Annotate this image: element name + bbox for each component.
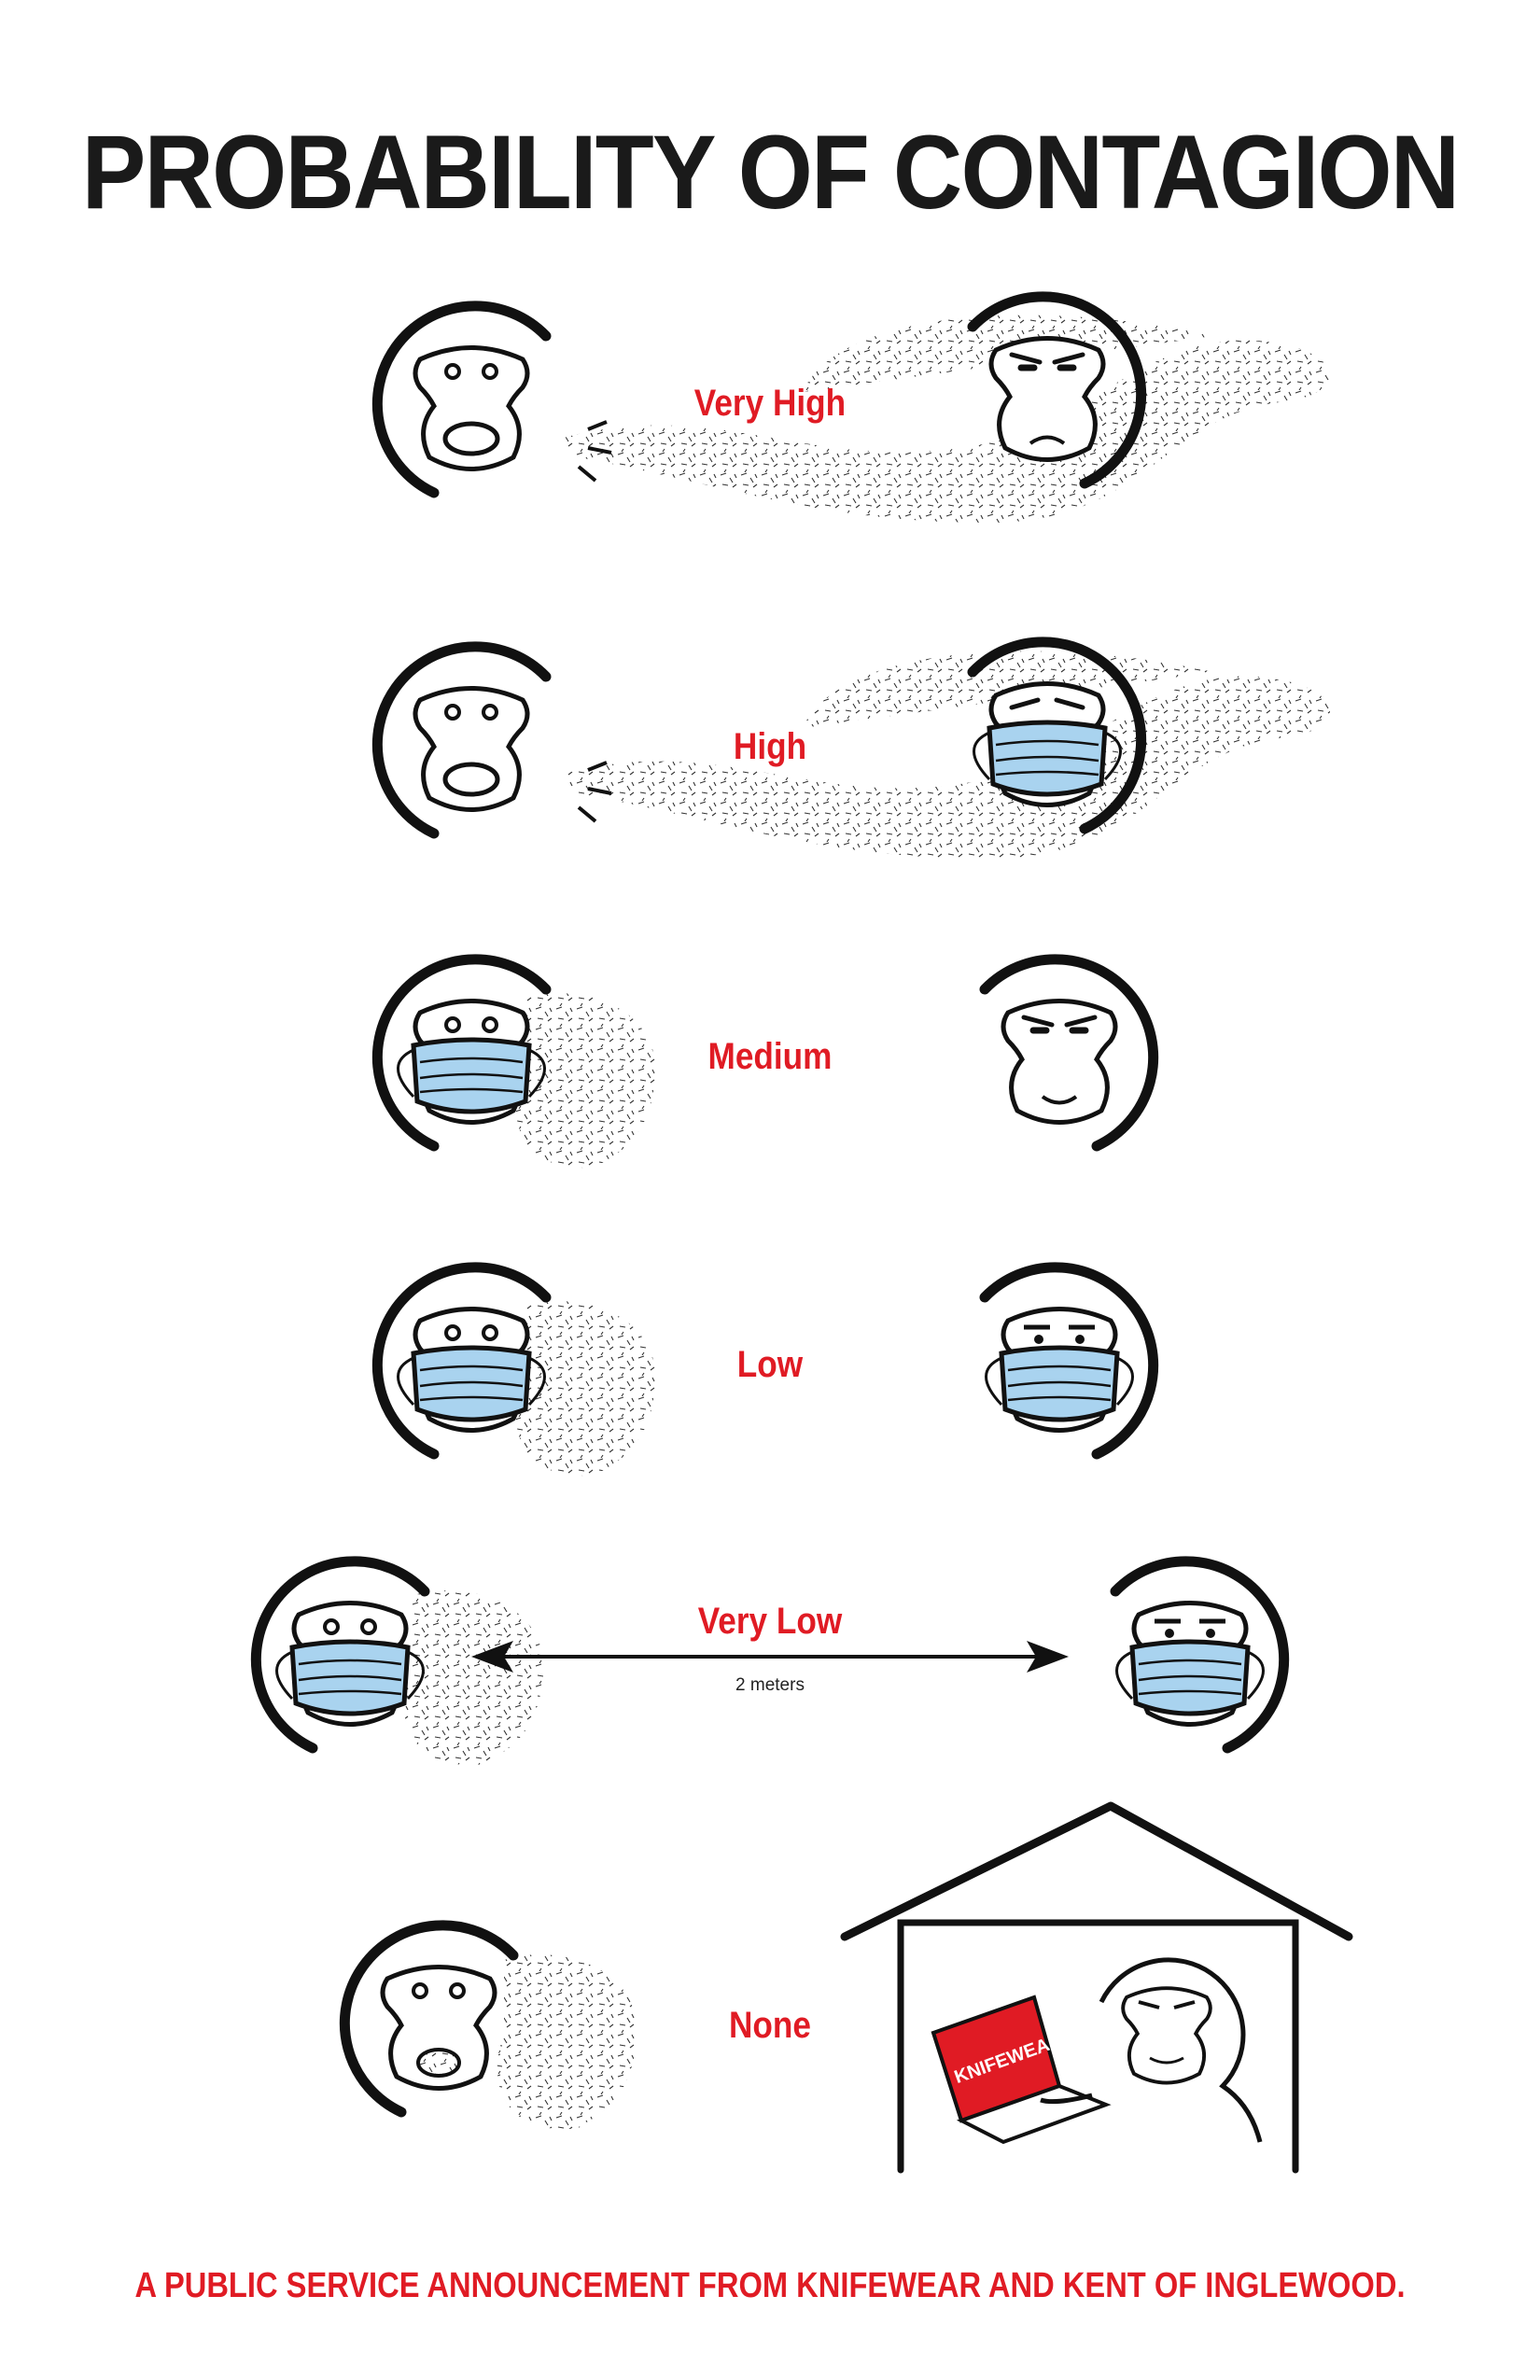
row-very-low-art <box>256 1561 1284 1766</box>
contagion-level-high: High <box>733 726 807 767</box>
row-none-art <box>344 1801 1353 2174</box>
page-title: PROBABILITY OF CONTAGION <box>81 114 1461 231</box>
gorilla-face-icon <box>973 642 1141 829</box>
aerosol-cloud-icon <box>403 1590 544 1766</box>
gorilla-face-icon <box>344 1925 513 2112</box>
gorilla-face-icon <box>985 1267 1154 1454</box>
gorilla-face-icon <box>256 1561 425 1748</box>
aerosol-cloud-icon <box>515 993 656 1169</box>
gorilla-face-icon <box>1115 1561 1284 1748</box>
contagion-level-medium: Medium <box>707 1036 833 1077</box>
house-icon <box>840 1801 1353 2174</box>
row-very-high-art <box>377 297 1330 523</box>
face-mask-icon <box>399 1348 545 1420</box>
row-high-art <box>377 642 1330 859</box>
gorilla-face-icon <box>1040 1957 1263 2143</box>
contagion-level-very-high: Very High <box>693 383 847 424</box>
aerosol-cloud-icon <box>560 315 1330 523</box>
face-mask-icon <box>277 1642 424 1714</box>
aerosol-cloud-icon <box>497 1954 637 2130</box>
double-arrow-icon <box>471 1641 1069 1673</box>
face-mask-icon <box>974 722 1121 794</box>
gorilla-face-icon <box>377 306 612 493</box>
footer-announcement: A PUBLIC SERVICE ANNOUNCEMENT FROM KNIFE… <box>134 2266 1406 2305</box>
contagion-level-low: Low <box>736 1344 804 1385</box>
contagion-level-very-low: Very Low <box>697 1601 843 1642</box>
row-medium-art <box>377 959 1154 1169</box>
face-mask-icon <box>987 1348 1133 1420</box>
aerosol-cloud-icon <box>560 651 1330 859</box>
face-mask-icon <box>1117 1642 1264 1714</box>
gorilla-face-icon <box>377 647 612 833</box>
row-low-art <box>377 1267 1154 1477</box>
gorilla-face-icon <box>985 959 1154 1146</box>
contagion-level-none: None <box>729 2005 811 2046</box>
distance-label: 2 meters <box>735 1675 805 1695</box>
face-mask-icon <box>399 1040 545 1112</box>
aerosol-cloud-icon <box>515 1301 656 1477</box>
gorilla-face-icon <box>973 297 1141 483</box>
